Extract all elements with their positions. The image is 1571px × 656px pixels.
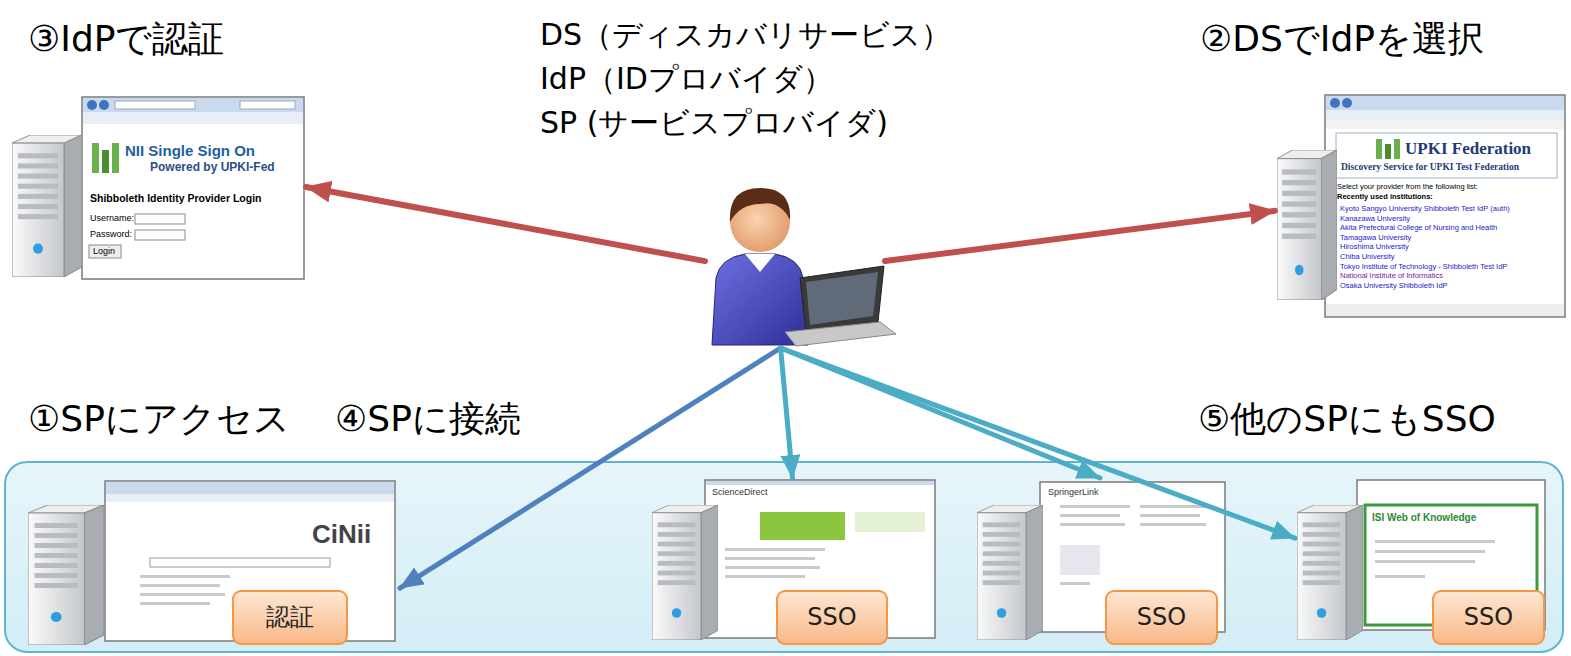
server-icon	[652, 505, 718, 640]
screen-text: Select your provider from the following …	[1337, 183, 1478, 192]
flow-arrow	[400, 348, 781, 588]
sp-server: ISI Web of KnowledgeSSO	[1295, 478, 1548, 650]
heading-text: IdP（IDプロバイダ）	[540, 62, 833, 97]
screen-text: Osaka University Shibboleth IdP	[1340, 282, 1448, 291]
ds-server: ②DSでIdPを選択UPKI FederationDiscovery Servi…	[1275, 90, 1565, 318]
screen-text: NII Single Sign On	[125, 142, 255, 159]
screen-text: CiNii	[312, 520, 371, 550]
step-label: ④SPに接続	[335, 398, 521, 439]
screen-text: Login	[93, 246, 115, 256]
sp-band	[5, 462, 1563, 652]
screen-text: Hiroshima University	[1340, 243, 1409, 252]
flow-arrow	[781, 348, 1295, 538]
screen-text: Tamagawa University	[1340, 234, 1411, 243]
screen-text: National Institute of Informatics	[1340, 272, 1443, 281]
idp-server: ③IdPで認証NII Single Sign OnPowered by UPKI…	[10, 92, 306, 282]
user-figure	[712, 188, 896, 346]
heading-text: DS（ディスカバリサービス）	[540, 18, 951, 53]
status-badge: SSO	[1105, 590, 1218, 645]
screen-text: Kanazawa University	[1340, 215, 1410, 224]
flow-arrow	[885, 211, 1275, 261]
status-badge: 認証	[232, 590, 348, 645]
screen-text: Recently used institutions:	[1337, 193, 1433, 202]
heading-text: SP (サービスプロバイダ)	[540, 106, 888, 141]
sp-server: SpringerLinkSSO	[975, 478, 1225, 650]
screen-text: Kyoto Sangyo University Shibboleth Test …	[1340, 205, 1510, 214]
idp-screenshot	[82, 97, 304, 279]
step-label: ①SPにアクセス	[28, 398, 290, 439]
heading-text: ③IdPで認証	[28, 18, 224, 59]
server-icon	[1297, 505, 1363, 640]
screen-text: Password:	[90, 229, 132, 239]
screen-text: Discovery Service for UPKI Test Federati…	[1341, 162, 1519, 173]
screen-text: ISI Web of Knowledge	[1372, 512, 1476, 524]
screen-text: Powered by UPKI-Fed	[150, 161, 275, 175]
status-badge: SSO	[1432, 590, 1545, 645]
server-icon	[1277, 150, 1337, 300]
server-icon	[28, 505, 104, 645]
screen-text: UPKI Federation	[1405, 139, 1531, 159]
screen-text: Tokyo Institute of Technology - Shibbole…	[1340, 263, 1507, 272]
screen-text: Shibboleth Identity Provider Login	[90, 192, 262, 204]
sp-server: ScienceDirectSSO	[650, 478, 935, 650]
user: DS（ディスカバリサービス）IdP（IDプロバイダ）SP (サービスプロバイダ)	[705, 190, 885, 348]
sp-server: CiNii 認証	[25, 478, 400, 650]
screen-text: Akita Prefectural College of Nursing and…	[1340, 224, 1497, 233]
flow-arrow	[781, 348, 793, 478]
heading-text: ②DSでIdPを選択	[1200, 18, 1484, 59]
screen-text: ScienceDirect	[712, 487, 768, 497]
screen-text: Username:	[90, 213, 134, 223]
status-badge: SSO	[776, 590, 888, 645]
server-icon	[12, 135, 82, 277]
screen-text: Chiba University	[1340, 253, 1395, 262]
ds-screenshot	[1325, 95, 1565, 317]
flow-arrow	[306, 187, 705, 261]
step-label: ⑤他のSPにもSSO	[1198, 398, 1496, 439]
screen-text: SpringerLink	[1048, 487, 1099, 497]
server-icon	[977, 505, 1043, 640]
